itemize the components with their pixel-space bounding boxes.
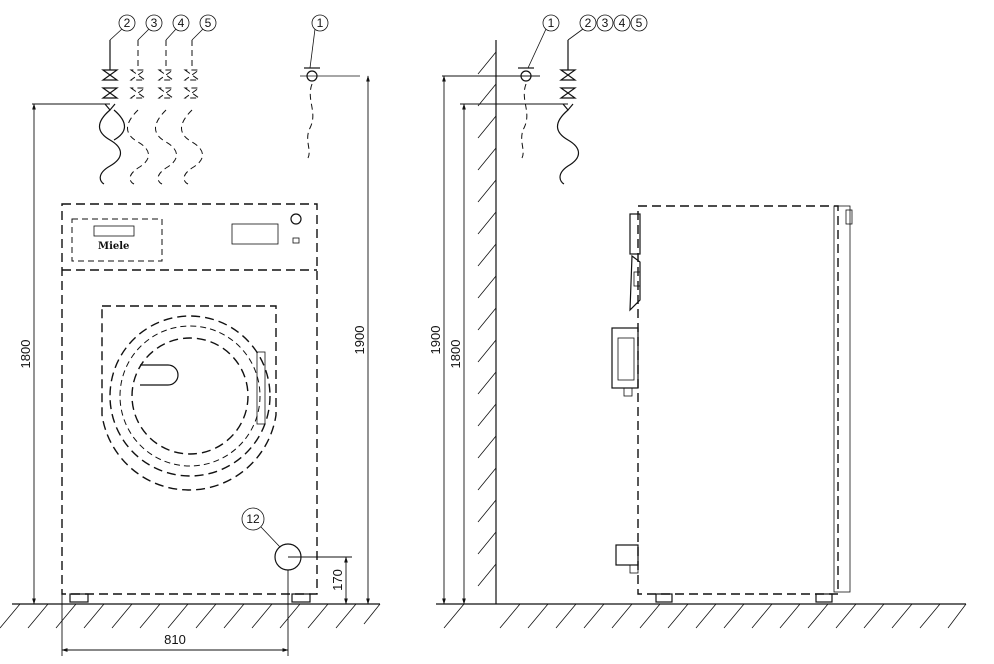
floor-hatch-front	[0, 603, 381, 629]
brand-logo: Miele	[98, 241, 129, 252]
exhaust-connection-1	[300, 67, 360, 159]
lower-access-side	[615, 544, 639, 574]
valve-2	[98, 40, 126, 185]
dimension-810-front: 810	[61, 570, 289, 656]
callout-3-front: 3	[137, 14, 163, 41]
svg-text:1: 1	[548, 16, 555, 30]
foot-front-side	[655, 593, 673, 603]
foot-left	[69, 593, 89, 603]
callout-5-front: 5	[191, 14, 217, 41]
svg-text:4: 4	[619, 16, 626, 30]
indicator-light	[292, 237, 300, 244]
door-handle	[140, 364, 179, 386]
supply-lines-side	[442, 40, 580, 185]
rear-panel	[833, 205, 851, 593]
valve-4	[155, 40, 177, 185]
dimension-1900-side: 1900	[428, 75, 446, 605]
svg-text:2: 2	[585, 16, 592, 30]
power-knob	[290, 213, 302, 225]
valve-3	[127, 40, 149, 185]
svg-text:5: 5	[636, 16, 643, 30]
svg-text:4: 4	[178, 16, 185, 30]
front-view: Miele	[0, 14, 381, 656]
display-window	[93, 225, 135, 237]
floor-hatch-side	[436, 603, 967, 629]
svg-text:1900: 1900	[428, 326, 443, 355]
svg-text:1900: 1900	[352, 326, 367, 355]
dimension-1800-side: 1800	[448, 103, 466, 605]
door-handle-side	[611, 327, 639, 397]
foot-right	[291, 593, 311, 603]
program-display	[231, 223, 279, 245]
machine-side-body	[611, 205, 853, 603]
rear-connector	[845, 209, 853, 225]
valve-2345-side	[556, 40, 580, 185]
supply-lines-front	[32, 40, 360, 185]
wall	[477, 40, 497, 604]
svg-text:3: 3	[602, 16, 609, 30]
door-hinge	[256, 351, 266, 425]
svg-text:1: 1	[317, 16, 324, 30]
side-view: 1 2 3 4 5 1900 1800	[428, 14, 967, 629]
callout-1-front: 1	[309, 14, 329, 69]
door-frame	[101, 305, 277, 491]
svg-text:810: 810	[164, 632, 186, 647]
svg-text:2: 2	[124, 16, 131, 30]
svg-text:1800: 1800	[18, 340, 33, 369]
dimension-1800-front: 1800	[18, 103, 36, 605]
machine-front-body: Miele	[61, 203, 318, 603]
door-inner-ring	[119, 325, 261, 467]
foot-rear-side	[815, 593, 833, 603]
door-glass	[131, 337, 249, 455]
door-outer-ring	[109, 315, 271, 477]
callout-2-front: 2	[109, 14, 136, 41]
svg-text:5: 5	[205, 16, 212, 30]
callout-4-front: 4	[165, 14, 190, 41]
callout-12-front: 12	[241, 507, 281, 548]
dimension-1900-front: 1900	[352, 75, 370, 605]
svg-text:170: 170	[330, 569, 345, 591]
front-controls-side	[629, 213, 641, 312]
control-panel	[71, 218, 163, 262]
callout-2345-side: 2 3 4 5	[567, 14, 648, 41]
exhaust-connection-1-side	[518, 67, 534, 159]
dimension-170-front: 170	[288, 556, 352, 605]
svg-text:12: 12	[246, 512, 260, 526]
callout-1-side: 1	[527, 14, 560, 69]
valve-5	[181, 40, 203, 185]
svg-text:3: 3	[151, 16, 158, 30]
svg-text:1800: 1800	[448, 340, 463, 369]
